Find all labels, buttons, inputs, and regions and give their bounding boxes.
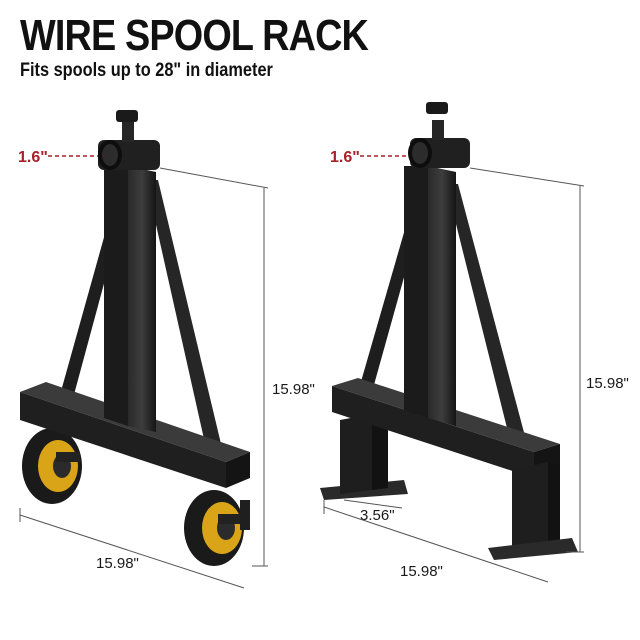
- right-post: [404, 166, 456, 426]
- product-title: WIRE SPOOL RACK: [20, 11, 369, 60]
- right-rack: 1.6" 15.98" 3.56" 15.98": [320, 102, 629, 583]
- right-base-dimension-line: [323, 506, 549, 583]
- right-height-label: 15.98": [586, 375, 629, 392]
- left-rack: 1.6" 15.98" 15.98": [18, 110, 315, 589]
- left-base-dimension-line: [19, 514, 245, 589]
- left-brace-right: [146, 180, 222, 448]
- left-post: [104, 166, 156, 432]
- left-height-top-extension: [159, 167, 269, 189]
- right-base-length-label: 15.98": [400, 563, 443, 580]
- right-height-top-extension: [469, 167, 585, 187]
- right-tension-knob: [426, 102, 448, 114]
- left-spindle-tube: [98, 110, 160, 170]
- right-spindle-tube: [408, 102, 470, 168]
- left-height-label: 15.98": [272, 381, 315, 398]
- left-base-length-label: 15.98": [96, 555, 139, 572]
- right-foot-width-label: 3.56": [360, 507, 395, 524]
- left-spindle-diameter-label: 1.6": [18, 149, 48, 166]
- right-rear-foot: [320, 414, 408, 500]
- right-foot-dimension-line: [343, 499, 403, 509]
- left-tension-knob: [116, 110, 138, 122]
- product-subtitle: Fits spools up to 28" in diameter: [20, 60, 273, 81]
- right-spindle-diameter-label: 1.6": [330, 149, 360, 166]
- left-rear-wheel: [22, 428, 82, 504]
- right-brace-right: [446, 184, 526, 440]
- left-front-wheel: [184, 490, 250, 566]
- right-front-foot: [488, 462, 578, 560]
